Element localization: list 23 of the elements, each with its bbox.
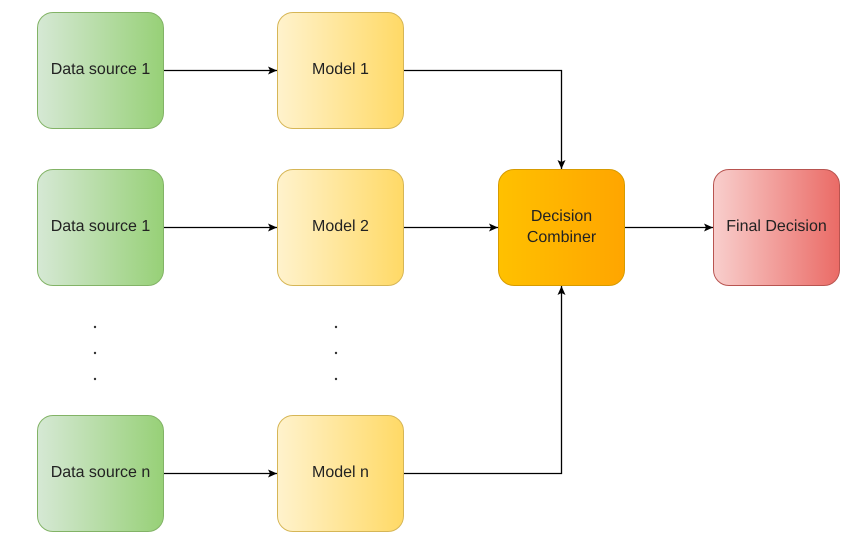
node-label: Model 2 (311, 217, 370, 238)
model-box (277, 415, 404, 532)
node-label: Data source n (50, 463, 152, 484)
node-label: Model n (311, 463, 370, 484)
arrow (164, 224, 277, 232)
model-box (277, 12, 404, 129)
arrow (625, 224, 713, 232)
arrow (404, 286, 566, 474)
arrow (164, 470, 277, 478)
node-label: Decision Combiner (526, 206, 598, 248)
node-label: Final Decision (725, 217, 828, 238)
model-box (277, 169, 404, 286)
data-source-box (37, 415, 164, 532)
arrow (404, 224, 498, 232)
data-source-box (37, 169, 164, 286)
node-label: Data source 1 (50, 60, 152, 80)
node-label: Model 1 (311, 60, 370, 80)
data-source-box (37, 12, 164, 129)
arrow (164, 66, 277, 74)
combiner-box (498, 169, 625, 286)
arrow (404, 70, 566, 169)
decision-box (713, 169, 840, 286)
node-label: Data source 1 (50, 217, 152, 238)
